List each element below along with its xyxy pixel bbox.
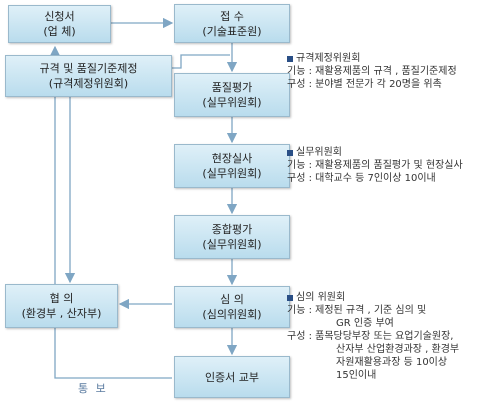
node-deliberation-title: 심 의 (220, 293, 244, 306)
notify-label: 통 보 (78, 382, 108, 395)
note-title: 심의 위원회 (296, 292, 346, 303)
note-line: 기능 : 재활용제품의 품질평가 및 현장실사 (287, 160, 463, 171)
note-standards-committee: 규격제정위원회 기능 : 재활용제품의 규격 , 품질기준제정 구성 : 분야별… (287, 52, 457, 91)
node-quality-eval-title: 품질평가 (211, 81, 253, 94)
note-deliberation-committee: 심의 위원회 기능 : 제정된 규격 , 기준 심의 및 GR 인증 부여 구성… (287, 291, 459, 382)
note-line: 구성 : 품목당당부장 또는 요업기술원장, (287, 331, 454, 342)
note-line: 산자부 산업환경과장 , 환경부 (336, 344, 460, 355)
node-quality-eval: 품질평가 (실무위원회) (174, 73, 290, 117)
note-line: GR 인증 부여 (336, 318, 394, 329)
node-consultation-subtitle: (환경부 , 산자부) (21, 307, 102, 320)
node-reception-title: 접 수 (220, 9, 244, 23)
node-deliberation-subtitle: (심의위원회) (202, 308, 262, 321)
node-issuance-title: 인증서 교부 (204, 370, 260, 384)
note-line: 기능 : 제정된 규격 , 기준 심의 및 (287, 305, 427, 316)
node-overall-eval-subtitle: (실무위원회) (202, 238, 262, 251)
node-consultation-title: 협 의 (49, 292, 74, 305)
note-line: 자원재활용과장 등 10이상 (336, 357, 448, 368)
node-site-inspection-title: 현장실사 (211, 152, 253, 165)
node-site-inspection-subtitle: (실무위원회) (202, 167, 262, 180)
node-overall-eval: 종합평가 (실무위원회) (174, 215, 290, 259)
square-bullet-icon (287, 149, 293, 156)
node-overall-eval-title: 종합평가 (211, 223, 253, 236)
node-reception-subtitle: (기술표준원) (202, 24, 262, 38)
node-applicant: 신청서 (업 체) (8, 5, 111, 43)
note-title: 실무위원회 (296, 147, 342, 158)
node-standards-title: 규격 및 품질기준제정 (39, 62, 138, 75)
note-line: 구성 : 대학교수 등 7인이상 10이내 (287, 173, 436, 184)
arrow-notify-to-applicant (49, 45, 172, 379)
node-issuance: 인증서 교부 (174, 356, 290, 398)
note-working-committee: 실무위원회 기능 : 재활용제품의 품질평가 및 현장실사 구성 : 대학교수 … (287, 146, 463, 185)
node-reception: 접 수 (기술표준원) (174, 4, 290, 43)
square-bullet-icon (287, 294, 293, 301)
node-standards-subtitle: (규격제정위원회) (48, 77, 129, 90)
node-quality-eval-subtitle: (실무위원회) (202, 96, 262, 109)
node-deliberation: 심 의 (심의위원회) (174, 286, 290, 328)
note-title: 규격제정위원회 (296, 53, 361, 64)
node-applicant-subtitle: (업 체) (43, 25, 76, 38)
node-standards: 규격 및 품질기준제정 (규격제정위원회) (5, 55, 172, 97)
square-bullet-icon (287, 55, 293, 62)
note-line: 구성 : 분야별 전문가 각 20명을 위촉 (287, 79, 442, 90)
node-consultation: 협 의 (환경부 , 산자부) (5, 284, 118, 328)
node-applicant-title: 신청서 (44, 10, 75, 23)
note-line: 15인이내 (336, 370, 377, 381)
note-line: 기능 : 재활용제품의 규격 , 품질기준제정 (287, 66, 457, 77)
node-site-inspection: 현장실사 (실무위원회) (174, 144, 290, 188)
connector-standards-to-quality (172, 54, 230, 69)
